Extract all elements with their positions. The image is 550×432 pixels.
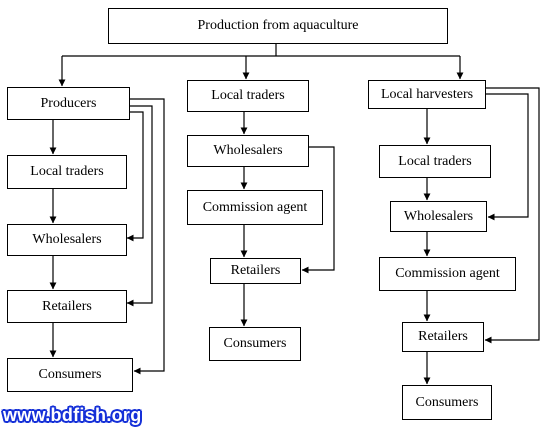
node-local-traders-3: Local traders (379, 145, 491, 178)
bypass-harvesters-to-wholesalers-3 (486, 93, 529, 221)
node-consumers-2: Consumers (209, 327, 301, 361)
node-wholesalers-2: Wholesalers (187, 135, 309, 167)
node-local-traders-1: Local traders (7, 155, 127, 189)
node-retailers-3: Retailers (402, 322, 484, 352)
node-production-from-aquaculture: Production from aquaculture (108, 8, 448, 44)
node-wholesalers-3: Wholesalers (390, 201, 487, 232)
bypass-wholesalers-to-retailers-2 (301, 146, 335, 274)
watermark-bdfish: www.bdfish.org (3, 405, 142, 425)
node-retailers-2: Retailers (210, 258, 301, 284)
bypass-producers-to-wholesalers (126, 111, 144, 242)
node-consumers-1: Consumers (7, 358, 133, 392)
node-consumers-3: Consumers (402, 385, 492, 420)
node-commission-agent-2: Commission agent (187, 190, 323, 225)
node-commission-agent-3: Commission agent (379, 257, 516, 291)
bypass-producers-to-retailers (126, 105, 153, 307)
node-wholesalers-1: Wholesalers (7, 224, 127, 256)
node-local-traders-2: Local traders (187, 80, 309, 112)
node-local-harvesters: Local harvesters (368, 80, 486, 109)
node-producers: Producers (7, 87, 130, 120)
bypass-producers-to-consumers (130, 98, 165, 375)
bypass-harvesters-to-retailers-3 (484, 87, 540, 344)
node-retailers-1: Retailers (7, 290, 127, 323)
